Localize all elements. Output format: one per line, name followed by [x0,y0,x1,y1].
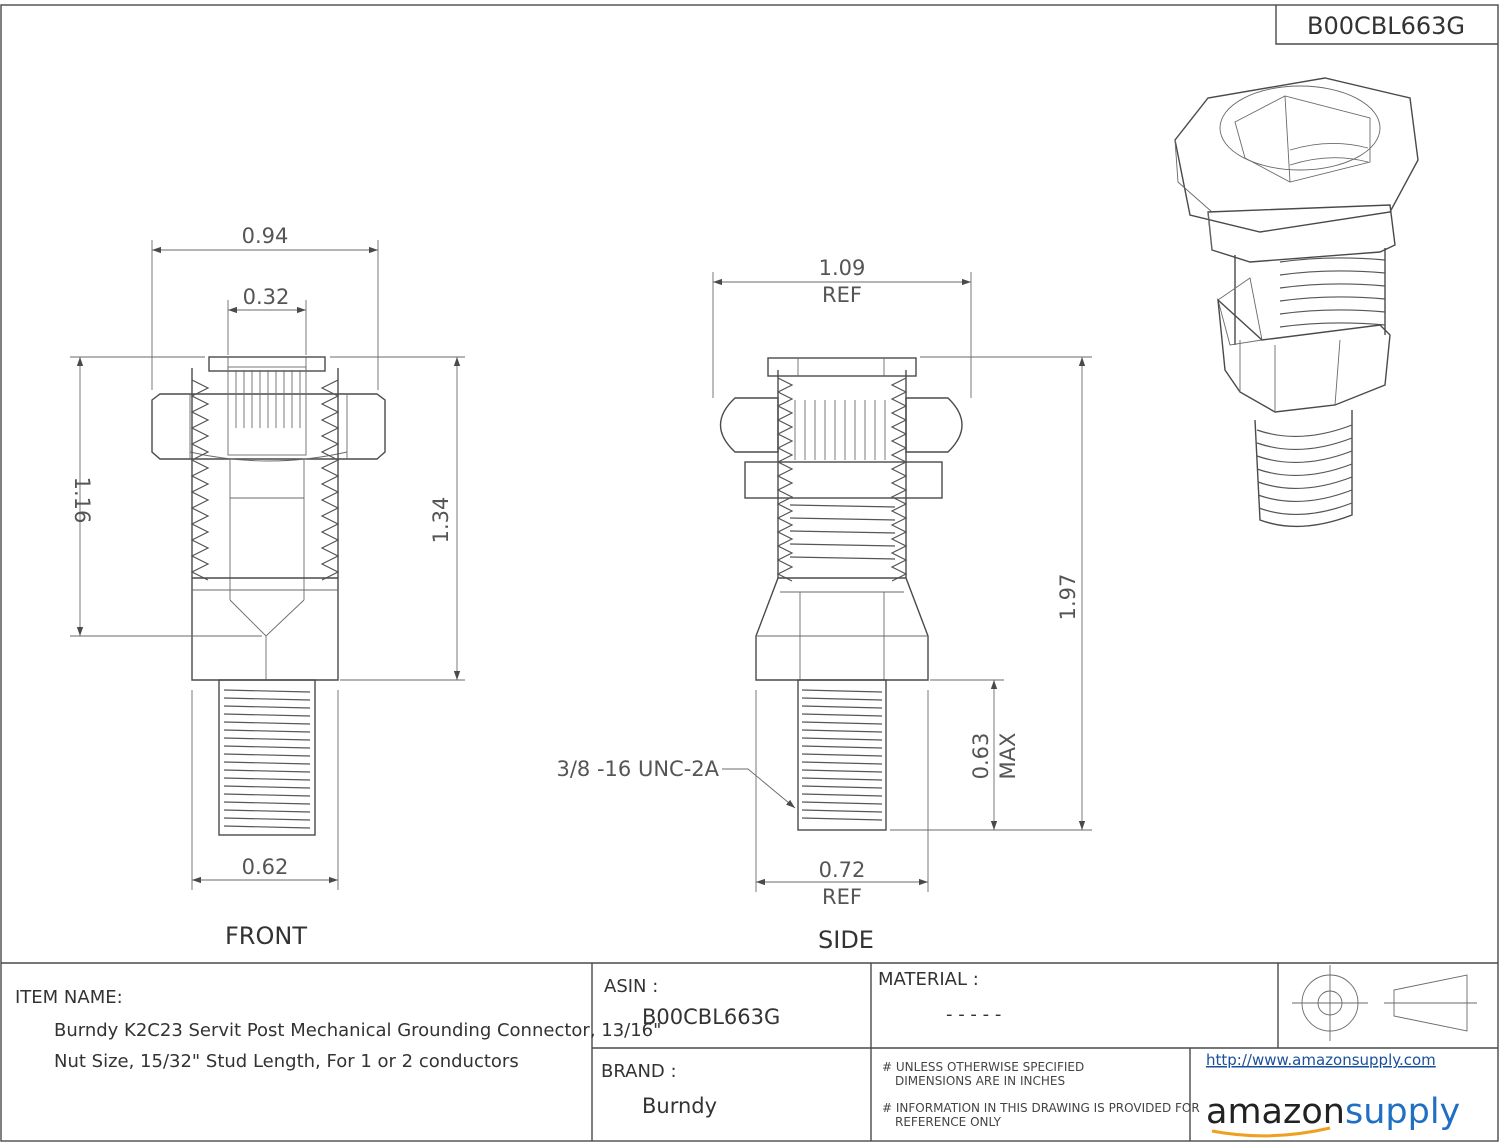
dim-side-width: 1.09 [819,256,866,280]
item-name-label: ITEM NAME: [15,987,123,1008]
asin-value: B00CBL663G [642,1005,780,1029]
dim-front-height-right: 1.34 [429,497,453,544]
item-name-line2: Nut Size, 15/32" Stud Length, For 1 or 2… [54,1051,519,1072]
dim-side-total: 1.97 [1056,574,1080,621]
brand-value: Burndy [642,1094,717,1118]
side-view: 1.09 REF 1.97 0.63 MAX 0.72 REF 3/8 -16 … [557,256,1092,954]
dim-side-stud-width: 0.72 [819,858,866,882]
logo-supply: supply [1345,1092,1460,1132]
note2-line2: REFERENCE ONLY [895,1115,1002,1129]
material-value: - - - - - [946,1004,1001,1025]
note2-line1: # INFORMATION IN THIS DRAWING IS PROVIDE… [882,1101,1200,1115]
title-block: ITEM NAME: Burndy K2C23 Servit Post Mech… [1,962,1498,1141]
dim-side-stud-width-note: REF [822,885,862,909]
material-label: MATERIAL : [878,969,979,990]
dim-side-width-note: REF [822,283,862,307]
corner-asin-text: B00CBL663G [1307,12,1465,40]
brand-label: BRAND : [601,1061,677,1082]
front-view-label: FRONT [225,922,307,950]
front-view: 0.94 0.32 1.16 1.34 0.62 FRONT [70,224,465,950]
isometric-view [1174,77,1419,528]
item-name-line1: Burndy K2C23 Servit Post Mechanical Grou… [54,1020,661,1041]
dim-front-width: 0.94 [242,224,289,248]
website-link[interactable]: http://www.amazonsupply.com [1206,1051,1436,1069]
note1-line1: # UNLESS OTHERWISE SPECIFIED [882,1060,1084,1074]
dim-front-height-left: 1.16 [70,477,94,524]
note1-line2: DIMENSIONS ARE IN INCHES [895,1074,1065,1088]
corner-asin-box: B00CBL663G [1275,5,1498,45]
side-view-label: SIDE [818,926,874,954]
drawing-border [0,4,1499,1142]
projection-symbol-icon [1292,965,1477,1041]
dim-side-stud-length: 0.63 [969,733,993,780]
dim-side-stud-length-note: MAX [996,733,1020,780]
dim-front-slot: 0.32 [243,285,290,309]
svg-text:amazonsupply: amazonsupply [1206,1092,1460,1132]
logo-smile-icon [1211,1126,1331,1138]
amazonsupply-logo: amazonsupply [1206,1092,1460,1138]
dim-front-stud: 0.62 [242,855,289,879]
thread-callout: 3/8 -16 UNC-2A [557,757,720,781]
logo-amazon: amazon [1206,1092,1345,1132]
asin-label: ASIN : [604,976,658,997]
